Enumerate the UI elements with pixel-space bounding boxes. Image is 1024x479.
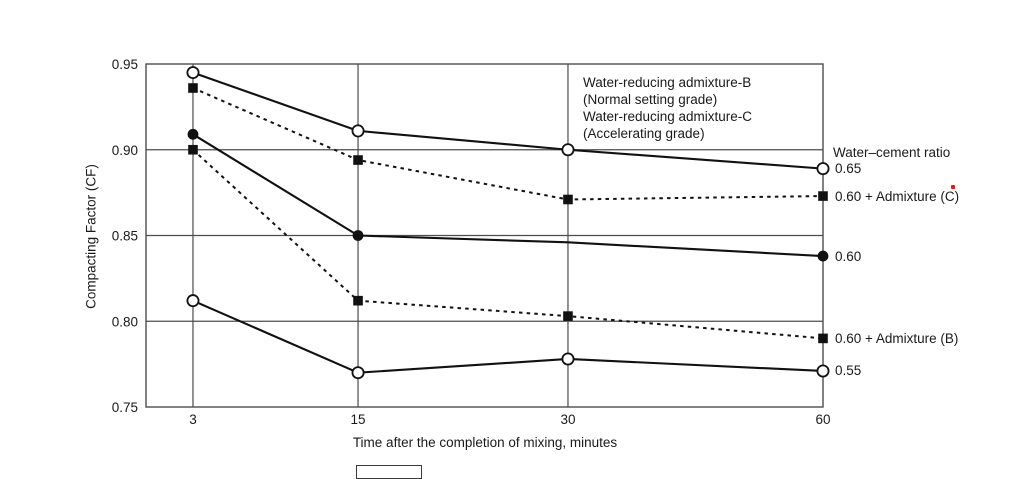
y-axis-title: Compacting Factor (CF): [83, 164, 99, 309]
data-marker-circle-open: [351, 366, 365, 380]
legend-line-admixture-b: Water-reducing admixture-B: [583, 75, 752, 90]
x-tick-label: 60: [815, 412, 830, 427]
data-marker-circle-open: [816, 162, 830, 176]
data-marker-square-filled: [188, 144, 198, 155]
cropped-box: [356, 465, 422, 479]
x-axis-title: Time after the completion of mixing, min…: [352, 435, 618, 450]
data-marker-circle-filled: [817, 250, 829, 262]
series-label-060: 0.60: [835, 248, 862, 264]
y-tick-label: 0.85: [112, 229, 138, 244]
legend-line-accelerating-grade: (Accelerating grade): [583, 126, 705, 141]
data-marker-circle-open: [186, 66, 200, 80]
series-label-055: 0.55: [835, 363, 862, 379]
y-tick-label: 0.80: [112, 314, 138, 329]
legend-line-normal-grade: (Normal setting grade): [583, 92, 718, 107]
data-marker-circle-open: [561, 143, 575, 157]
data-marker-square-filled: [563, 194, 573, 205]
y-tick-label: 0.95: [112, 57, 138, 72]
series-line: [192, 133, 824, 258]
x-tick-label: 3: [189, 412, 197, 427]
data-marker-circle-open: [561, 352, 575, 366]
data-marker-square-filled: [353, 155, 363, 165]
y-tick-label: 0.75: [112, 400, 138, 415]
series-label-065: 0.65: [835, 161, 862, 177]
y-tick-label: 0.90: [112, 143, 138, 158]
data-marker-circle-open: [351, 124, 365, 138]
data-marker-square-filled: [818, 191, 828, 201]
series-line: [192, 299, 824, 374]
series-line: [192, 87, 824, 201]
red-mark: [951, 185, 955, 189]
data-marker-square-filled: [563, 311, 573, 321]
right-axis-title: Water–cement ratio: [833, 145, 951, 160]
series-line: [192, 149, 824, 340]
data-marker-circle-open: [816, 364, 830, 378]
data-marker-square-filled: [353, 295, 363, 306]
series-label-060-admixture-c: 0.60 + Admixture (C): [835, 188, 960, 204]
data-marker-square-filled: [188, 83, 198, 93]
series-line: [192, 71, 824, 170]
data-marker-circle-filled: [187, 128, 199, 140]
data-marker-circle-open: [186, 294, 200, 308]
x-tick-label: 30: [560, 412, 575, 427]
legend-line-admixture-c: Water-reducing admixture-C: [583, 109, 753, 124]
legend-annotation: Water-reducing admixture-B (Normal setti…: [583, 74, 752, 142]
x-tick-label: 15: [351, 412, 366, 427]
data-marker-square-filled: [818, 333, 828, 344]
plot-border: [145, 63, 824, 408]
data-marker-circle-filled: [352, 230, 364, 241]
series-label-060-admixture-b: 0.60 + Admixture (B): [835, 330, 959, 346]
